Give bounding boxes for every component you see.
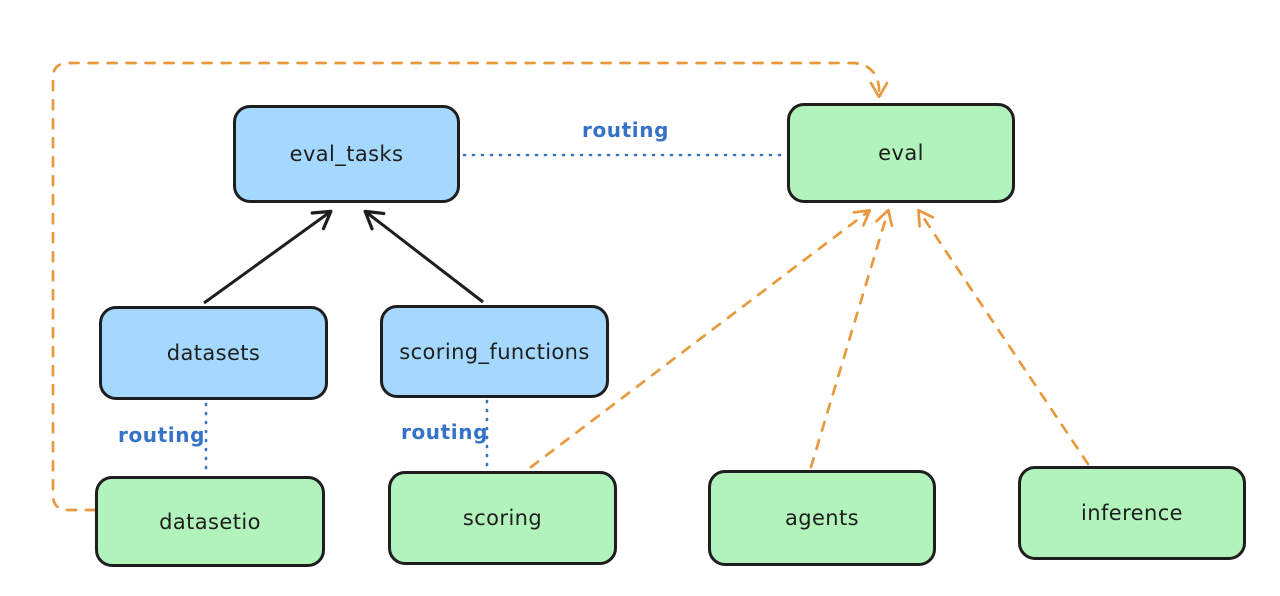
node-eval: eval (787, 103, 1015, 203)
node-eval-label: eval (878, 141, 924, 165)
node-scoring-label: scoring (462, 506, 543, 530)
node-agents-label: agents (784, 506, 859, 530)
edge-agents-to-eval (809, 208, 894, 469)
node-scoring-functions-label: scoring_functions (399, 339, 590, 364)
routing-label-datasets-datasetio: routing (118, 423, 206, 447)
node-inference-label: inference (1081, 501, 1183, 525)
routing-label-eval-tasks-eval: routing (582, 118, 670, 142)
node-datasetio: datasetio (95, 476, 325, 567)
node-scoring: scoring (388, 471, 617, 565)
routing-label-scoring-functions-scoring: routing (401, 420, 489, 444)
node-agents: agents (708, 470, 936, 566)
node-datasets: datasets (99, 306, 328, 400)
edge-scoring-functions-to-eval-tasks (363, 209, 484, 304)
edge-scoring-to-eval (529, 209, 872, 469)
node-datasetio-label: datasetio (159, 509, 261, 534)
edge-datasets-to-eval-tasks (203, 209, 333, 305)
edge-datasetio-to-eval (51, 61, 889, 512)
node-scoring-functions: scoring_functions (380, 305, 609, 398)
node-eval-tasks: eval_tasks (233, 105, 460, 203)
node-datasets-label: datasets (166, 341, 261, 365)
node-inference: inference (1018, 466, 1246, 560)
node-eval-tasks-label: eval_tasks (289, 142, 404, 166)
edge-inference-to-eval (917, 208, 1090, 466)
